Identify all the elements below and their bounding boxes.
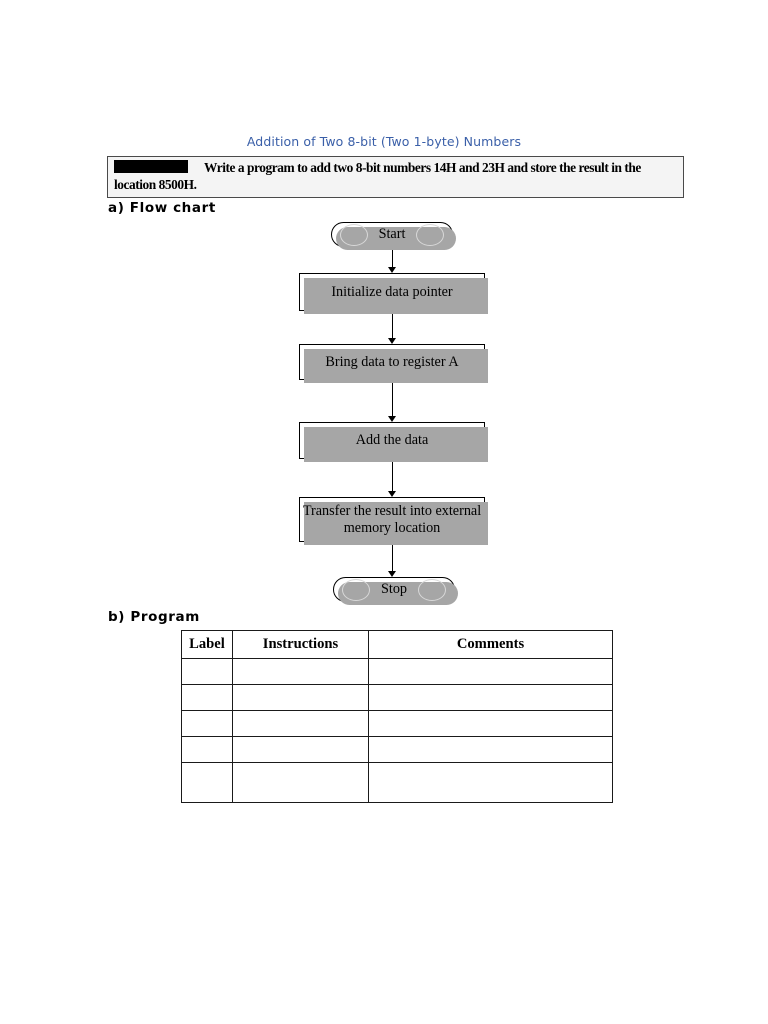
- table-cell-label[interactable]: [181, 684, 233, 711]
- table-cell-instructions[interactable]: [232, 762, 369, 803]
- table-header-label: Label: [181, 630, 233, 659]
- flow-node-initialize-label: Initialize data pointer: [331, 283, 453, 300]
- table-header-comments: Comments: [368, 630, 613, 659]
- section-heading-flow-chart: a) Flow chart: [108, 200, 216, 216]
- table-cell-instructions[interactable]: [232, 710, 369, 737]
- table-row[interactable]: [181, 658, 613, 685]
- section-heading-program: b) Program: [108, 609, 200, 625]
- terminator-arc-left-icon: [340, 223, 368, 246]
- flow-node-stop[interactable]: Stop: [333, 577, 458, 605]
- table-cell-comments[interactable]: [368, 736, 613, 763]
- flow-connector-bring-add: [391, 380, 394, 416]
- table-header-instructions: Instructions: [232, 630, 369, 659]
- flow-connector-init-bring: [391, 311, 394, 338]
- flow-node-transfer-result[interactable]: Transfer the result into external memory…: [299, 497, 488, 545]
- table-cell-instructions[interactable]: [232, 658, 369, 685]
- task-statement-box: Write a program to add two 8-bit numbers…: [107, 156, 684, 198]
- flow-node-stop-label: Stop: [380, 581, 408, 597]
- table-cell-comments[interactable]: [368, 762, 613, 803]
- flow-node-initialize-data-pointer[interactable]: Initialize data pointer: [299, 273, 488, 314]
- table-cell-comments[interactable]: [368, 710, 613, 737]
- table-cell-label[interactable]: [181, 658, 233, 685]
- table-header-row: Label Instructions Comments: [181, 630, 613, 659]
- flow-node-start[interactable]: Start: [331, 222, 456, 250]
- terminator-arc-right-icon: [418, 578, 446, 601]
- table-cell-instructions[interactable]: [232, 684, 369, 711]
- redaction-bar: [114, 160, 188, 173]
- flow-node-bring-data-to-register-a[interactable]: Bring data to register A: [299, 344, 488, 383]
- program-table: Label Instructions Comments: [181, 630, 613, 803]
- table-row[interactable]: [181, 684, 613, 711]
- table-row[interactable]: [181, 762, 613, 803]
- page-title: Addition of Two 8-bit (Two 1-byte) Numbe…: [246, 134, 522, 149]
- flow-node-start-label: Start: [378, 226, 406, 242]
- terminator-arc-right-icon: [416, 223, 444, 246]
- flow-node-transfer-label: Transfer the result into external memory…: [302, 502, 482, 536]
- flow-node-bring-label: Bring data to register A: [325, 353, 459, 370]
- terminator-arc-left-icon: [342, 578, 370, 601]
- flow-connector-transfer-stop: [391, 542, 394, 571]
- table-cell-comments[interactable]: [368, 658, 613, 685]
- table-cell-label[interactable]: [181, 762, 233, 803]
- table-row[interactable]: [181, 736, 613, 763]
- table-cell-label[interactable]: [181, 736, 233, 763]
- task-statement-text: Write a program to add two 8-bit numbers…: [114, 160, 641, 192]
- flow-connector-add-transfer: [391, 459, 394, 491]
- flow-node-add-the-data[interactable]: Add the data: [299, 422, 488, 462]
- flow-node-add-label: Add the data: [355, 432, 429, 448]
- table-cell-comments[interactable]: [368, 684, 613, 711]
- flow-connector-start-init: [391, 247, 394, 267]
- table-cell-instructions[interactable]: [232, 736, 369, 763]
- table-row[interactable]: [181, 710, 613, 737]
- table-cell-label[interactable]: [181, 710, 233, 737]
